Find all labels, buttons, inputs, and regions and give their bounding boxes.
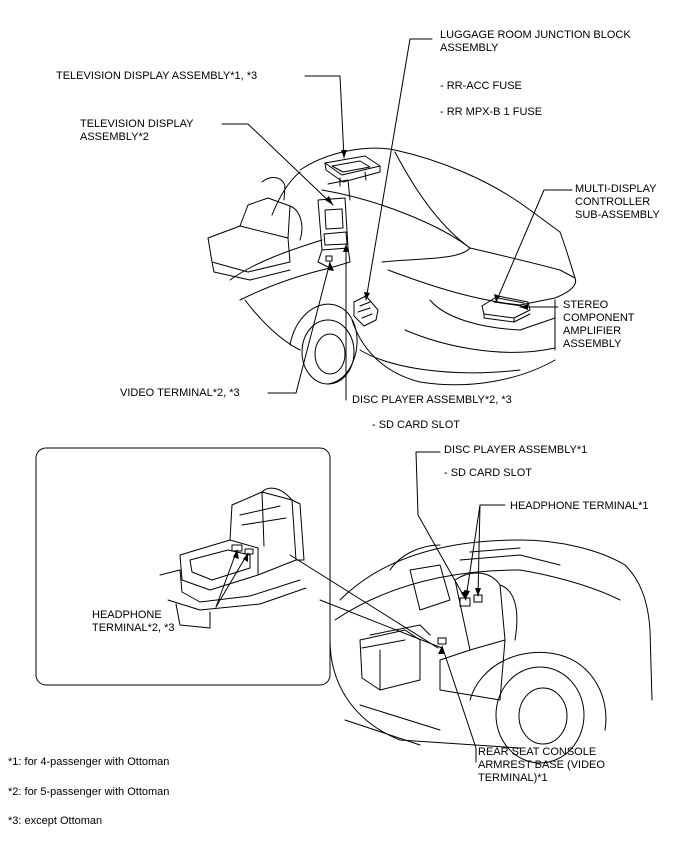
inset-frame (35, 447, 331, 686)
label-rr-mpx-b1-fuse: - RR MPX-B 1 FUSE (440, 106, 543, 118)
label-stereo-amplifier: STEREO COMPONENT AMPLIFIER ASSEMBLY (563, 299, 635, 350)
label-rr-acc-fuse: - RR-ACC FUSE (440, 80, 522, 92)
label-video-terminal-2-3: VIDEO TERMINAL*2, *3 (120, 387, 240, 399)
label-luggage-room-junction-block: LUGGAGE ROOM JUNCTION BLOCK ASSEMBLY (440, 29, 631, 54)
arrowheads (233, 150, 528, 654)
footnote-1: *1: for 4-passenger with Ottoman (8, 756, 170, 768)
label-headphone-terminal-2-3: HEADPHONE TERMINAL*2, *3 (92, 609, 175, 634)
footnote-3: *3: except Ottoman (8, 815, 103, 827)
label-tv-display-2: TELEVISION DISPLAY ASSEMBLY*2 (80, 118, 194, 143)
footnote-2: *2: for 5-passenger with Ottoman (8, 786, 170, 798)
inset-seat-illustration (159, 487, 307, 629)
label-disc-player-1: DISC PLAYER ASSEMBLY*1 (444, 444, 588, 456)
label-sd-card-slot-upper: - SD CARD SLOT (372, 419, 461, 431)
label-headphone-terminal-1: HEADPHONE TERMINAL*1 (510, 500, 649, 512)
lower-car-illustration (329, 539, 653, 764)
leader-lines (215, 38, 573, 763)
label-multi-display-controller: MULTI-DISPLAY CONTROLLER SUB-ASSEMBLY (575, 183, 660, 221)
label-sd-card-slot-lower: - SD CARD SLOT (444, 467, 533, 479)
label-disc-player-2-3: DISC PLAYER ASSEMBLY*2, *3 (352, 394, 512, 406)
label-rear-seat-console: REAR SEAT CONSOLE ARMREST BASE (VIDEO TE… (478, 746, 605, 784)
upper-car-illustration (207, 147, 577, 386)
label-tv-display-1-3: TELEVISION DISPLAY ASSEMBLY*1, *3 (56, 70, 258, 82)
